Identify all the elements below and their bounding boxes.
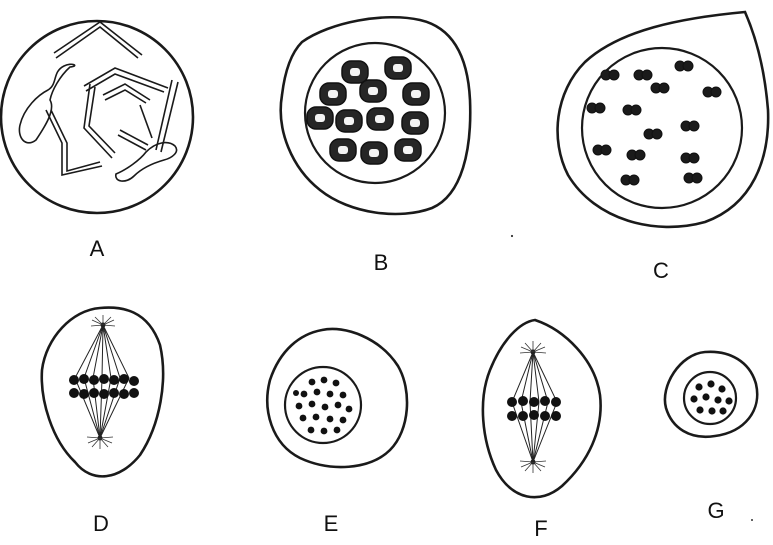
label-a: A <box>90 236 105 261</box>
ink-specks <box>511 235 753 521</box>
label-b: B <box>374 250 389 275</box>
panel-c <box>558 12 769 227</box>
panel-f-equatorial-plate <box>507 396 561 421</box>
label-c: C <box>653 258 669 283</box>
panel-e-cell-outline <box>267 329 407 467</box>
label-g: G <box>707 498 724 523</box>
panel-a-double-threads <box>46 22 178 175</box>
panel-b-chromosomes <box>307 57 429 164</box>
panel-e <box>267 329 407 467</box>
panel-f-spindle-fibres <box>512 352 557 462</box>
panel-a <box>1 21 193 213</box>
panel-f-cell-outline <box>483 320 601 497</box>
panel-c-chromosome-pairs <box>587 61 721 185</box>
panel-a-left-loop <box>19 64 74 143</box>
panel-b <box>281 17 470 214</box>
panel-c-cell-outline <box>558 12 769 227</box>
panel-d-equatorial-plate <box>69 374 139 399</box>
panel-e-chromatin-dots <box>293 377 352 435</box>
panel-f <box>483 320 601 497</box>
panel-g <box>665 352 757 437</box>
label-f: F <box>534 516 547 541</box>
label-d: D <box>93 511 109 536</box>
panel-a-right-loop <box>116 143 177 181</box>
panel-d <box>42 308 163 477</box>
label-e: E <box>324 511 339 536</box>
panel-g-chromatin-dots <box>690 380 732 414</box>
